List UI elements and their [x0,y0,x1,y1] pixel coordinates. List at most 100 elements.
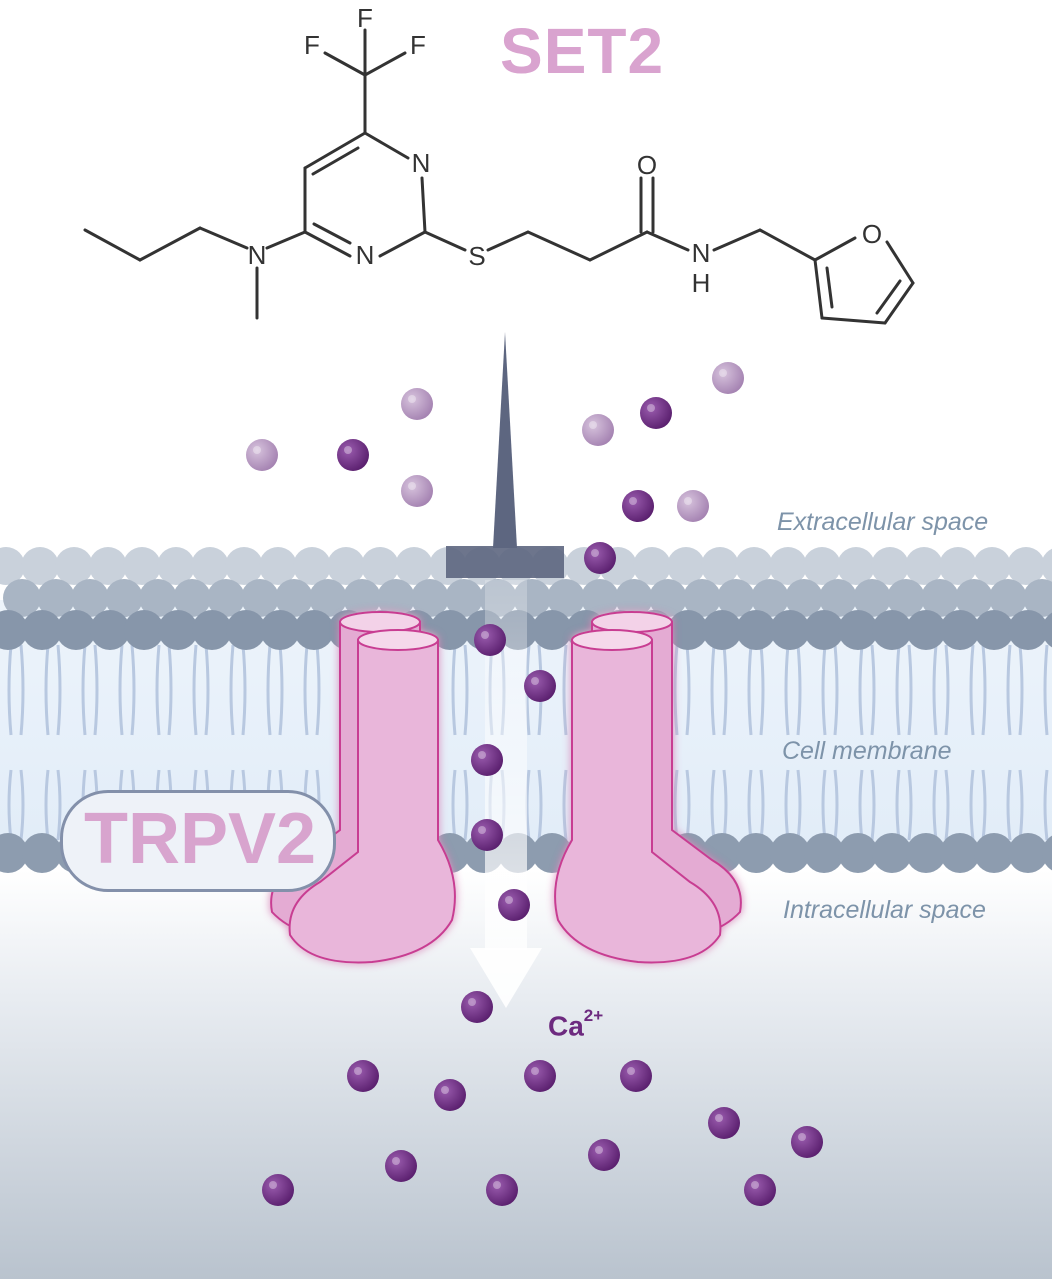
lipid-head [736,610,776,650]
lipid-head [157,547,195,585]
calcium-symbol: Ca [548,1010,584,1042]
lipid-head [547,579,585,617]
calcium-ion [471,819,503,851]
lipid-head [837,547,875,585]
lipid-head [769,547,807,585]
lipid-head [90,610,130,650]
lipid-head [191,547,229,585]
lipid-tail-pair [1006,644,1024,736]
lipid-head [803,547,841,585]
calcium-label: Ca2+ [548,1006,603,1042]
atom-n-ring-top: N [412,148,431,178]
lipid-head [0,610,28,650]
lipid-head [1008,833,1048,873]
bond [303,230,352,258]
lipid-head [124,610,164,650]
bond [363,51,407,77]
bond [311,146,360,176]
lipid-head [940,833,980,873]
calcium-ion [461,991,493,1023]
lipid-head [123,547,161,585]
ions-extracellular [246,362,744,574]
calcium-ion [640,397,672,429]
lipid-head [955,579,993,617]
atom-oxygen-furan: O [862,219,882,249]
bond [526,230,592,262]
lipid-head [668,610,708,650]
lipid-head [21,547,59,585]
calcium-ion [401,388,433,420]
calcium-ion [401,475,433,507]
calcium-ion [486,1174,518,1206]
lipid-head [0,833,28,873]
lipid-head [751,579,789,617]
calcium-ion [791,1126,823,1158]
bond [323,51,367,77]
lipid-head [581,579,619,617]
lipid-tail-pair [1006,769,1024,841]
lipid-head [192,610,232,650]
lipid-head [294,610,334,650]
lipid-head [395,547,433,585]
atom-h-amide: H [692,268,711,298]
bond [486,230,530,252]
lipid-head [974,610,1014,650]
lipid-head [343,579,381,617]
membrane-label: Cell membrane [782,737,952,765]
lipid-tail-pair [303,644,321,736]
lipid-head [56,610,96,650]
lipid-head [735,547,773,585]
lipid-head [1023,579,1052,617]
lipid-head [872,833,912,873]
lipid-head [887,579,925,617]
lipid-head [1042,612,1052,648]
lipid-head [804,833,844,873]
lipid-tail-pair [710,644,728,736]
bond [875,279,902,315]
lipid-tail-pair [747,769,765,841]
lipid-head [259,547,297,585]
lipid-head [701,547,739,585]
lipid-head [785,579,823,617]
inhibition-symbol [446,332,564,578]
bond [825,266,834,309]
calcium-ion [246,439,278,471]
calcium-ion [620,1060,652,1092]
lipid-head [3,579,41,617]
bond [588,230,649,262]
lipid-tail-pair [895,644,913,736]
lipid-head [736,833,776,873]
lipid-head [989,579,1027,617]
lipid-head [207,579,245,617]
atom-f-left: F [304,30,320,60]
lipid-tail-pair [155,644,173,736]
lipid-head [225,547,263,585]
lipid-tail-pair [932,769,950,841]
lipid-tail-pair [451,644,469,736]
lipid-tail-pair [673,644,691,736]
atom-oxygen-carbonyl: O [637,150,657,180]
calcium-ion [712,362,744,394]
lipid-tail-pair [932,644,950,736]
lipid-head [649,579,687,617]
bond [712,228,762,252]
bond [138,226,202,262]
lipid-head [411,579,449,617]
lipid-head [275,579,313,617]
lipid-head [940,610,980,650]
calcium-ion [385,1150,417,1182]
atom-f-top: F [357,3,373,33]
lipid-head [71,579,109,617]
lipid-tail-pair [118,644,136,736]
lipid-head [0,547,25,585]
calcium-ion [677,490,709,522]
trpv2-title: TRPV2 [84,799,317,879]
bond [645,230,690,252]
set2-title: SET2 [500,15,665,87]
lipid-head [1007,547,1045,585]
lipid-tail-pair [192,644,210,736]
lipid-head [139,579,177,617]
lipid-tail-pair [969,769,987,841]
lipid-head [770,610,810,650]
